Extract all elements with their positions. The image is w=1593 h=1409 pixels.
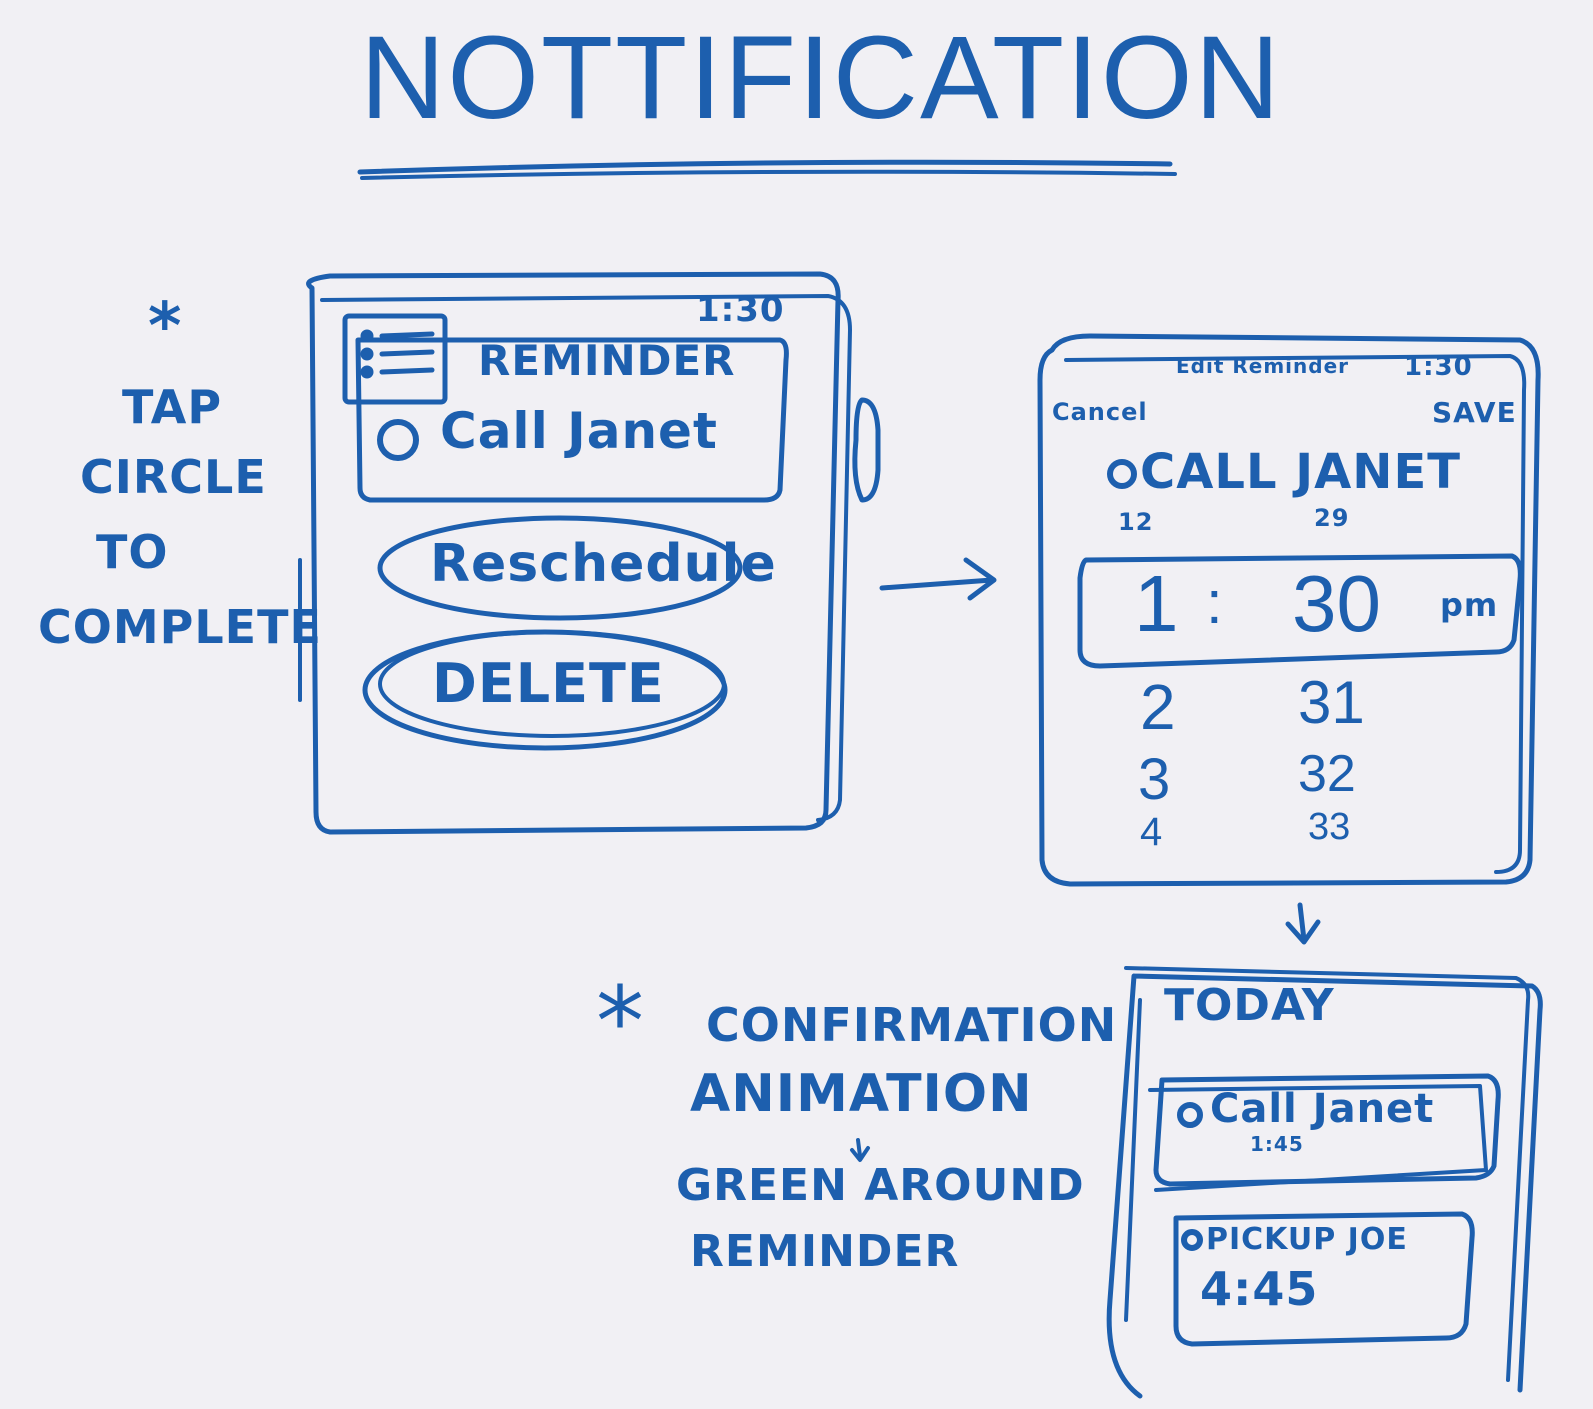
picker-selected-ampm[interactable]: pm: [1440, 586, 1499, 624]
reschedule-pill: [377, 515, 743, 621]
picker-below-minute-3[interactable]: 33: [1308, 806, 1351, 848]
picker-above-hour: 12: [1118, 508, 1154, 536]
bottom-note-line-4: REMINDER: [690, 1226, 960, 1277]
today-item2-label[interactable]: PICKUP JOE: [1206, 1222, 1408, 1257]
bottom-note-line-1: CONFIRMATION: [706, 998, 1118, 1052]
today-item1-label[interactable]: Call Janet: [1210, 1086, 1435, 1132]
watch1-item-label[interactable]: Call Janet: [440, 402, 718, 460]
today-item1-time: 1:45: [1250, 1132, 1304, 1156]
watch1-reminder-box: [355, 337, 789, 503]
picker-selected-hour[interactable]: 1: [1134, 559, 1179, 648]
arrow-down: [1285, 902, 1321, 945]
watch1-body: [306, 271, 841, 835]
watch2-time: 1:30: [1404, 352, 1473, 382]
left-note-line-3: TO: [96, 525, 169, 579]
today-item1-box: [1153, 1073, 1501, 1187]
page-title: NOTTIFICATION: [360, 12, 1282, 144]
watch2-item-label: CALL JANET: [1140, 444, 1461, 500]
watch3-body: [1106, 973, 1543, 1399]
left-note-line-4: COMPLETE: [38, 600, 322, 654]
picker-below-hour-2[interactable]: 3: [1138, 747, 1171, 812]
save-button[interactable]: SAVE: [1432, 396, 1517, 429]
watch2-title: Edit Reminder: [1176, 354, 1349, 378]
watch3-header: TODAY: [1164, 980, 1335, 1031]
today-item1-circle: [1177, 1102, 1203, 1128]
picker-selected-sep: :: [1206, 569, 1223, 636]
watch1-header: REMINDER: [478, 336, 736, 385]
list-icon: [360, 329, 435, 379]
watch1-complete-circle: [377, 419, 419, 461]
picker-below-minute-1[interactable]: 31: [1298, 669, 1365, 736]
today-item2-box: [1173, 1211, 1475, 1347]
bottom-note-star: *: [596, 966, 645, 1078]
picker-above-minute: 29: [1314, 504, 1350, 532]
picker-selection-box: [1077, 553, 1523, 669]
title-underline: [357, 159, 1173, 175]
note-arrow: [850, 1138, 870, 1162]
picker-below-minute-2[interactable]: 32: [1298, 745, 1356, 803]
picker-below-hour-3[interactable]: 4: [1140, 810, 1163, 854]
left-note-line-2: CIRCLE: [80, 450, 267, 504]
left-note-line-1: TAP: [122, 380, 223, 434]
picker-below-hour-1[interactable]: 2: [1140, 671, 1176, 743]
bottom-note-line-3: GREEN AROUND: [676, 1160, 1085, 1211]
arrow-right: [879, 557, 997, 601]
watch2-body: [1037, 333, 1541, 887]
today-item2-circle: [1181, 1229, 1203, 1251]
watch2-complete-circle: [1107, 459, 1137, 489]
today-item2-time: 4:45: [1200, 1262, 1319, 1316]
cancel-button[interactable]: Cancel: [1052, 398, 1148, 426]
watch1-crown: [852, 397, 881, 503]
reschedule-button[interactable]: Reschedule: [430, 534, 777, 594]
picker-selected-minute[interactable]: 30: [1292, 559, 1381, 648]
delete-button[interactable]: DELETE: [432, 652, 665, 715]
list-icon-frame: [342, 313, 448, 405]
left-note-star: *: [148, 290, 183, 364]
bottom-note-line-2: ANIMATION: [690, 1064, 1033, 1124]
watch1-time: 1:30: [696, 290, 785, 330]
